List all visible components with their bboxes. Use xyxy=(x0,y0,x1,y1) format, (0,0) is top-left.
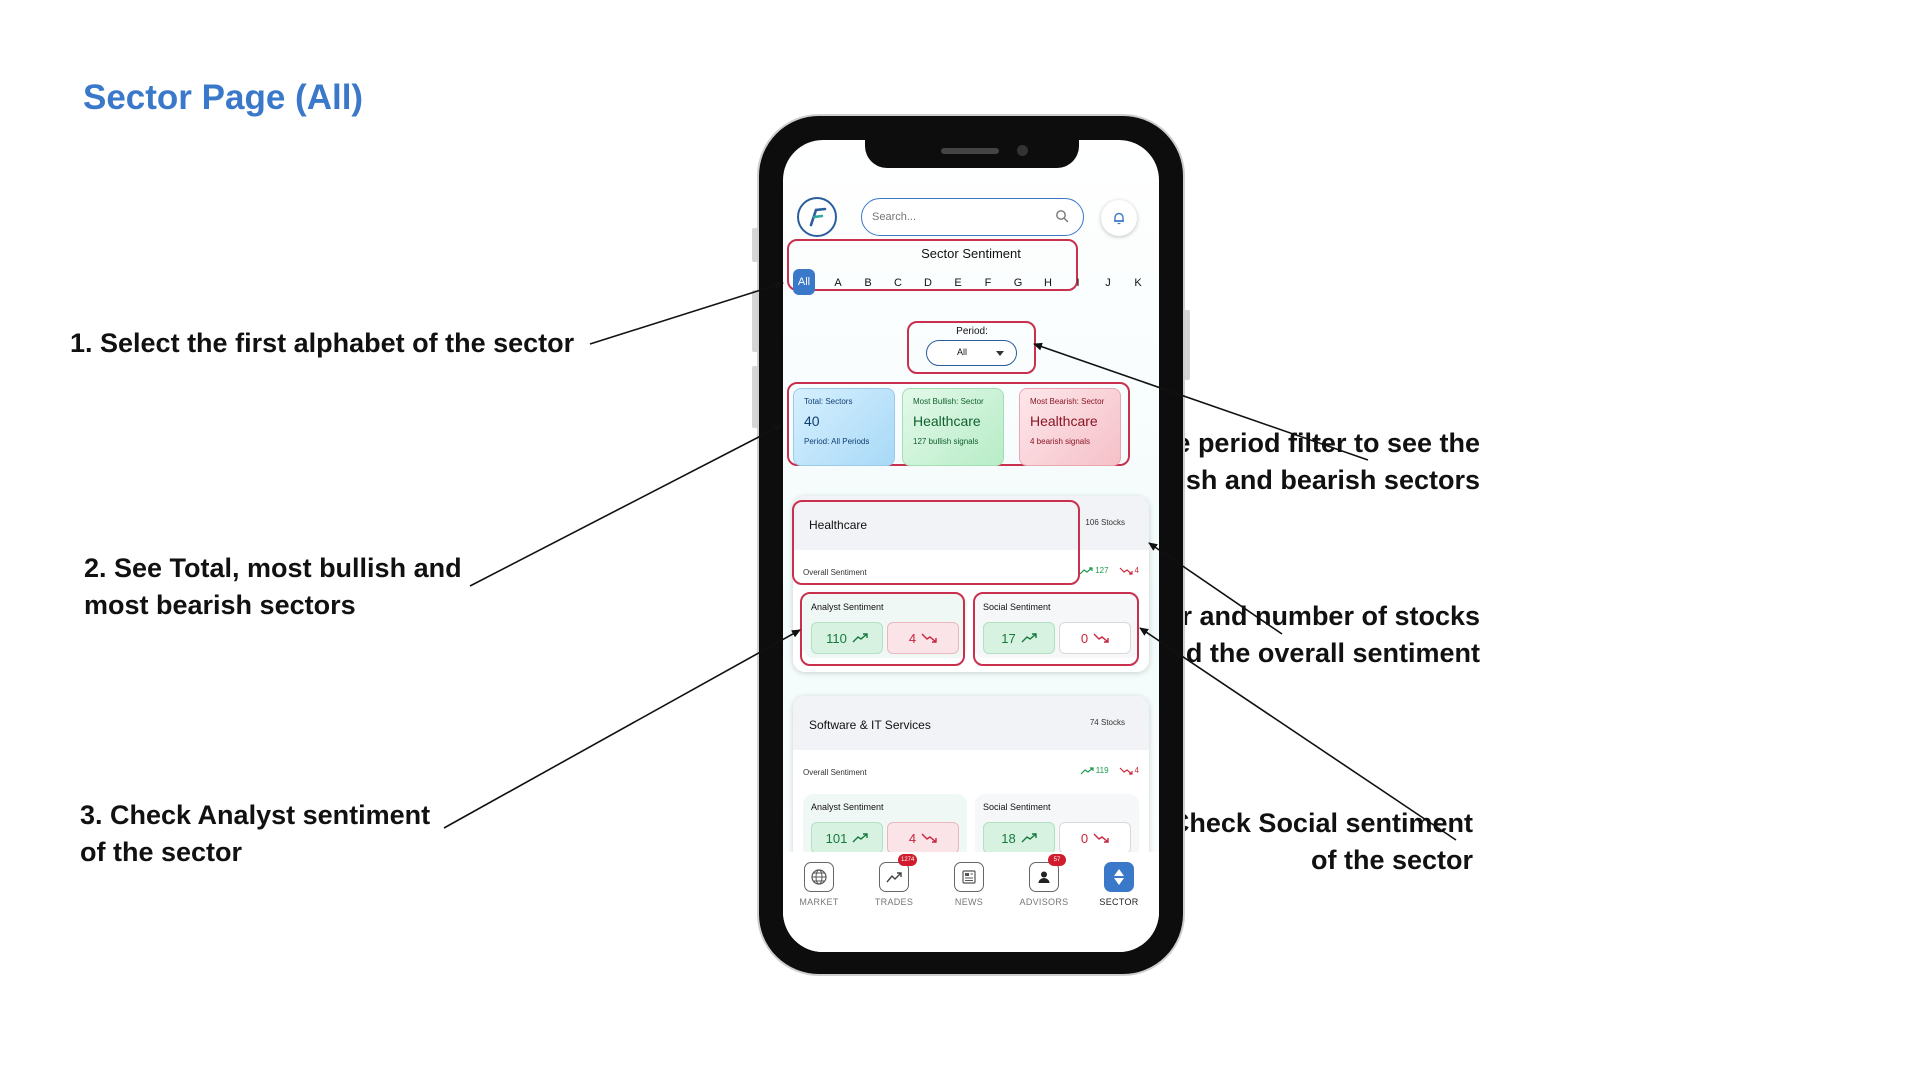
phone-notch xyxy=(865,140,1079,168)
callout-total-bullish-bearish: 2. See Total, most bullish and most bear… xyxy=(84,553,462,620)
social-bullish-count: 17 xyxy=(983,622,1055,654)
trend-up-icon xyxy=(1079,566,1093,574)
trend-down-icon xyxy=(921,833,937,843)
search-input[interactable] xyxy=(872,207,1042,227)
letter-filter-all[interactable]: All xyxy=(793,269,815,295)
sector-name: Healthcare xyxy=(809,518,868,532)
advisors-badge: 57 xyxy=(1048,854,1066,866)
phone-volume-down xyxy=(752,366,758,428)
period-selected-value: All xyxy=(957,347,968,357)
sector-card-header xyxy=(793,696,1149,750)
social-sentiment-card: Social Sentiment 18 0 xyxy=(975,794,1139,858)
analyst-bullish-count: 101 xyxy=(811,822,883,854)
period-dropdown[interactable]: All xyxy=(926,340,1017,366)
phone-mute-switch xyxy=(752,228,758,262)
sector-card-header xyxy=(793,496,1149,550)
letter-filter-j[interactable]: J xyxy=(1105,277,1111,289)
analyst-sentiment-card: Analyst Sentiment 110 4 xyxy=(803,594,967,658)
letter-filter-d[interactable]: D xyxy=(924,277,932,289)
trend-up-icon xyxy=(1021,633,1037,643)
callout-select-alphabet: 1. Select the first alphabet of the sect… xyxy=(70,328,575,358)
highlight-sector-sentiment xyxy=(787,239,1078,291)
social-sentiment-card: Social Sentiment 17 0 xyxy=(975,594,1139,658)
sector-stock-count: 74 Stocks xyxy=(1089,718,1125,727)
arrow-stats xyxy=(469,424,783,587)
stat-most-bullish: Most Bullish: Sector Healthcare 127 bull… xyxy=(902,388,1004,466)
analyst-bearish-count: 4 xyxy=(887,822,959,854)
trend-down-icon xyxy=(921,633,937,643)
social-bullish-count: 18 xyxy=(983,822,1055,854)
letter-filter-k[interactable]: K xyxy=(1134,277,1142,289)
trend-up-icon xyxy=(852,833,869,843)
nav-trades[interactable]: 1274 TRADES xyxy=(864,854,924,907)
sector-card-software[interactable]: Software & IT Services 74 Stocks Overall… xyxy=(793,696,1149,866)
notification-button[interactable] xyxy=(1101,200,1137,236)
trend-up-icon xyxy=(1021,833,1037,843)
letter-filter-g[interactable]: G xyxy=(1013,277,1023,289)
chevron-down-icon xyxy=(996,351,1004,356)
analyst-bullish-count: 110 xyxy=(811,622,883,654)
overall-sentiment-values: 127 4 xyxy=(1079,566,1139,575)
trend-up-icon xyxy=(886,872,902,883)
letter-filter-b[interactable]: B xyxy=(864,277,872,289)
phone-frame: Sector Sentiment All A B C D E F G H I J… xyxy=(757,114,1185,976)
person-icon xyxy=(1038,871,1050,883)
alphabet-filter: All A B C D E F G H I J K xyxy=(793,269,1153,295)
nav-sector[interactable]: SECTOR xyxy=(1089,862,1149,907)
trend-down-icon xyxy=(1119,567,1133,575)
arrow-analyst xyxy=(443,629,801,829)
nav-news[interactable]: NEWS xyxy=(939,862,999,907)
sector-name: Software & IT Services xyxy=(809,718,931,732)
analyst-bearish-count: 4 xyxy=(887,622,959,654)
sector-sentiment-title: Sector Sentiment xyxy=(921,246,1021,261)
overall-sentiment-label: Overall Sentiment xyxy=(803,568,867,577)
trend-down-icon xyxy=(1093,633,1109,643)
brand-f-logo-icon[interactable] xyxy=(797,197,837,237)
letter-filter-i[interactable]: I xyxy=(1076,277,1080,289)
highlight-analyst-sentiment xyxy=(800,592,965,666)
social-bearish-count: 0 xyxy=(1059,822,1131,854)
overall-sentiment-values: 119 4 xyxy=(1080,766,1139,775)
nav-market[interactable]: MARKET xyxy=(789,862,849,907)
trend-up-icon xyxy=(1080,766,1094,774)
trades-badge: 1274 xyxy=(898,854,918,866)
newspaper-icon xyxy=(962,870,976,884)
globe-icon xyxy=(811,869,827,885)
search-bar[interactable] xyxy=(861,198,1084,236)
letter-filter-e[interactable]: E xyxy=(954,277,962,289)
analyst-sentiment-card: Analyst Sentiment 101 4 xyxy=(803,794,967,858)
trend-down-icon xyxy=(1119,767,1133,775)
letter-filter-h[interactable]: H xyxy=(1044,277,1052,289)
bottom-navigation: MARKET 1274 TRADES NEWS xyxy=(783,852,1159,952)
highlight-social-sentiment xyxy=(973,592,1139,666)
search-icon[interactable] xyxy=(1055,209,1069,223)
sector-arrows-icon xyxy=(1114,869,1124,885)
social-bearish-count: 0 xyxy=(1059,622,1131,654)
highlight-sector-header xyxy=(792,500,1080,585)
letter-filter-f[interactable]: F xyxy=(984,277,992,289)
sector-stock-count: 106 Stocks xyxy=(1085,518,1125,527)
overall-sentiment-label: Overall Sentiment xyxy=(803,768,867,777)
trend-up-icon xyxy=(852,633,868,643)
stat-total-sectors: Total: Sectors 40 Period: All Periods xyxy=(793,388,895,466)
phone-screen: Sector Sentiment All A B C D E F G H I J… xyxy=(783,140,1159,952)
stat-most-bearish: Most Bearish: Sector Healthcare 4 bearis… xyxy=(1019,388,1121,466)
callout-social-sentiment: 6. Check Social sentiment of the sector xyxy=(1139,808,1473,875)
nav-advisors[interactable]: 57 ADVISORS xyxy=(1014,854,1074,907)
callout-analyst-sentiment: 3. Check Analyst sentiment of the sector xyxy=(80,800,431,867)
bell-icon xyxy=(1114,212,1124,225)
period-label: Period: xyxy=(956,326,988,337)
trend-down-icon xyxy=(1093,833,1109,843)
letter-filter-c[interactable]: C xyxy=(894,277,902,289)
letter-filter-a[interactable]: A xyxy=(834,277,842,289)
page-title: Sector Page (All) xyxy=(83,78,364,117)
